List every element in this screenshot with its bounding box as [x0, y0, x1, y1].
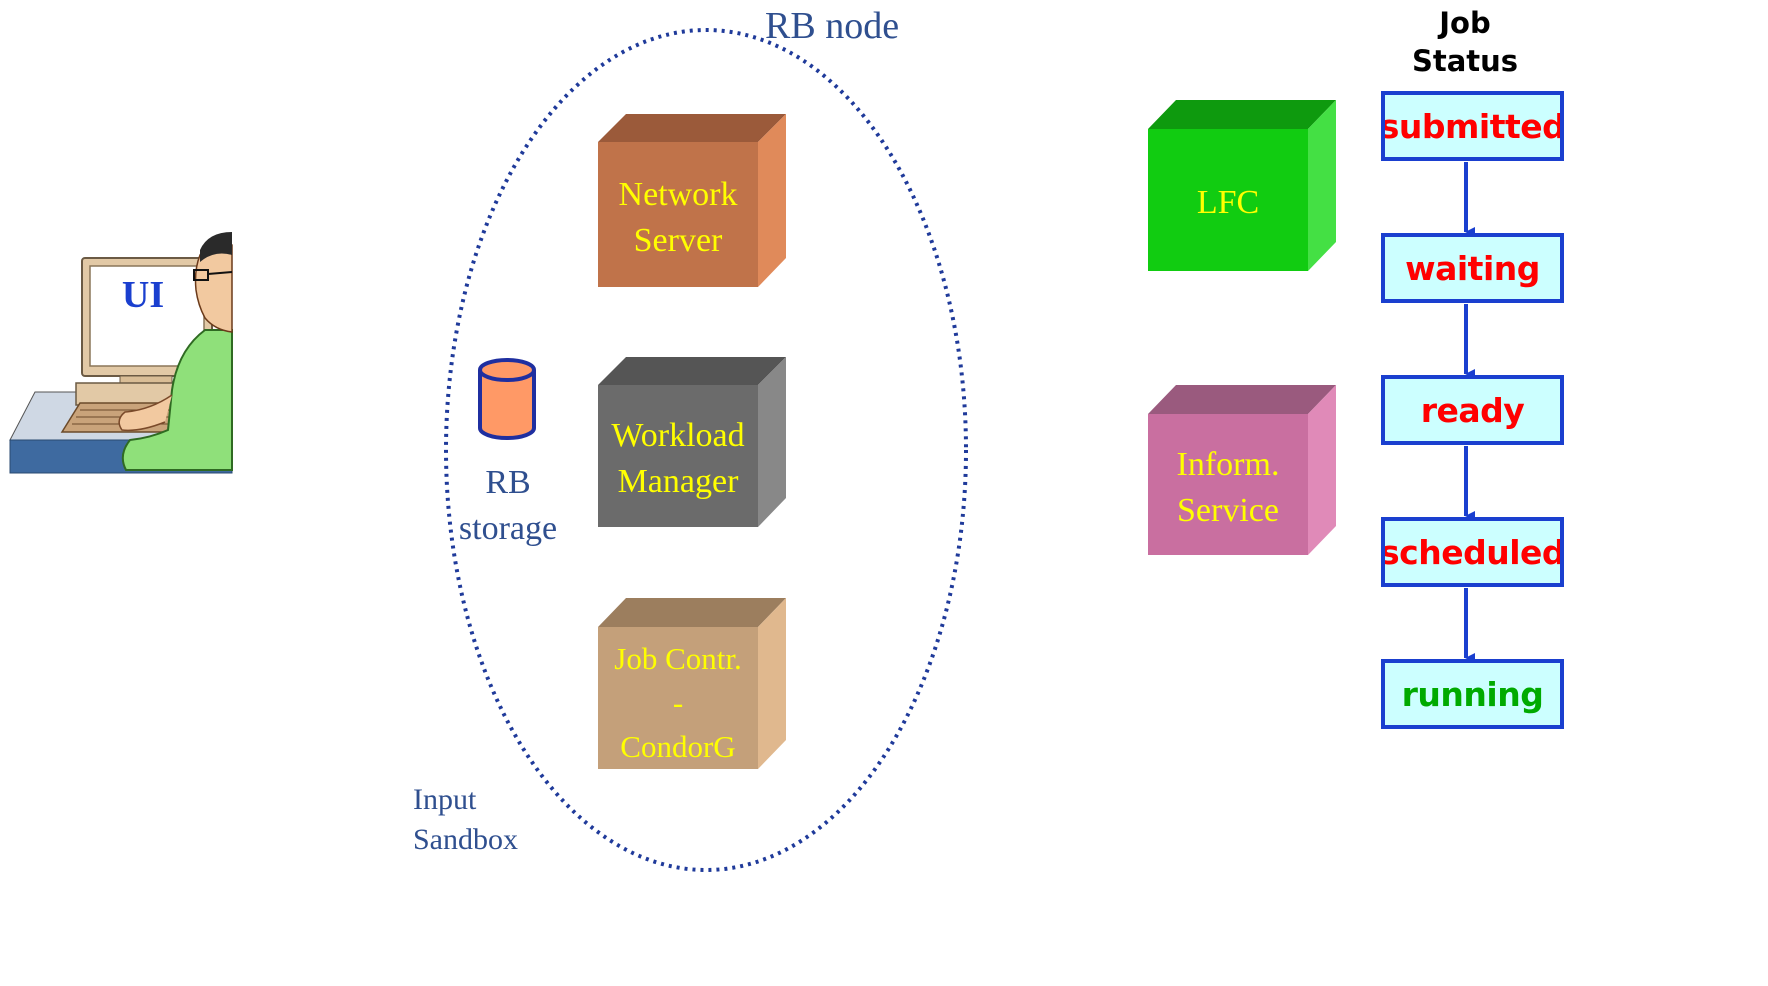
input-sandbox-label: Input Sandbox — [413, 780, 518, 860]
lfc-cube — [1148, 100, 1336, 271]
job-controller-label-line3: CondorG — [620, 729, 736, 764]
lfc-label: LFC — [1196, 184, 1260, 221]
status-running: running — [1381, 659, 1564, 729]
status-waiting-label: waiting — [1405, 248, 1540, 288]
input-sandbox-label-line2: Sandbox — [413, 823, 518, 856]
workload-manager-label: Workload Manager — [590, 413, 766, 505]
workload-manager-cube — [598, 357, 786, 527]
rb-storage-label-line1: RB — [485, 464, 531, 501]
job-status-title-line1: Job — [1439, 6, 1491, 40]
job-status-title-line2: Status — [1411, 44, 1519, 78]
status-ready-label: ready — [1420, 390, 1525, 430]
network-server-label-line2: Server — [633, 222, 723, 259]
job-controller-label-line2: - — [672, 685, 684, 720]
status-ready: ready — [1381, 375, 1564, 445]
network-server-label: Network Server — [598, 172, 758, 264]
status-submitted-label: submitted — [1381, 106, 1564, 146]
input-sandbox-label-line1: Input — [413, 783, 477, 816]
job-status-title: Job Status — [1400, 4, 1530, 80]
network-server-cube — [598, 114, 786, 287]
user-at-computer-icon — [9, 232, 233, 474]
status-submitted: submitted — [1381, 91, 1564, 161]
network-server-label-line1: Network — [618, 176, 738, 213]
rb-storage-label: RB storage — [448, 460, 568, 552]
workload-manager-label-line2: Manager — [617, 463, 739, 500]
status-scheduled-label: scheduled — [1381, 532, 1564, 572]
rb-storage-icon — [478, 358, 536, 440]
information-service-label: Inform. Service — [1148, 442, 1308, 534]
job-controller-label: Job Contr. - CondorG — [590, 637, 766, 769]
ui-screen-label: UI — [121, 274, 165, 316]
status-waiting: waiting — [1381, 233, 1564, 303]
rb-node-boundary — [444, 28, 968, 872]
information-service-label-line1: Inform. — [1176, 446, 1280, 483]
job-controller-cube — [598, 598, 786, 769]
rb-node-title: RB node — [765, 5, 900, 47]
information-service-label-line2: Service — [1177, 492, 1279, 529]
status-scheduled: scheduled — [1381, 517, 1564, 587]
information-service-cube — [1148, 385, 1336, 555]
status-running-label: running — [1401, 674, 1544, 714]
rb-storage-label-line2: storage — [458, 510, 558, 547]
workload-manager-label-line1: Workload — [611, 417, 745, 454]
job-controller-label-line1: Job Contr. — [614, 641, 742, 676]
